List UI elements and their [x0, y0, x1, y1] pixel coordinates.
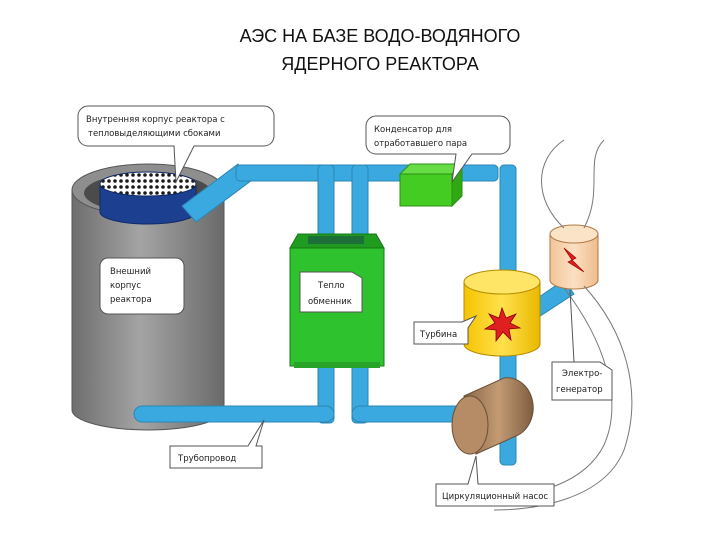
label-outer-vessel-3: реактора	[110, 295, 152, 305]
condenser	[398, 162, 464, 208]
turbine	[463, 269, 541, 357]
label-outer-vessel-2: корпус	[110, 281, 141, 291]
lightning-icon	[563, 247, 585, 273]
diagram-title: АЭС НА БАЗЕ ВОДО-ВОДЯНОГО ЯДЕРНОГО РЕАКТ…	[150, 22, 610, 78]
starburst-icon	[483, 306, 522, 343]
callout-pump: Циркуляционный насос	[435, 455, 555, 507]
label-inner-vessel-1: Внутренняя корпус реактора с	[86, 115, 225, 125]
callout-outer-vessel: Внешний корпус реактора	[99, 257, 185, 315]
label-condenser-1: Конденсатор для	[374, 125, 452, 135]
circulation-pump	[451, 377, 534, 455]
label-generator-2: генератор	[556, 385, 603, 395]
callout-inner-vessel: Внутренняя корпус реактора с тепловыделя…	[77, 105, 275, 184]
label-heat-exchanger-1: Тепло	[317, 281, 345, 291]
electric-generator	[549, 224, 599, 290]
callout-generator: Электро- генератор	[551, 289, 613, 401]
label-outer-vessel-1: Внешний	[110, 267, 151, 277]
inner-reactor-vessel	[99, 171, 197, 225]
label-generator-1: Электро-	[562, 369, 602, 379]
label-heat-exchanger-2: обменник	[308, 297, 352, 307]
title-line-2: ЯДЕРНОГО РЕАКТОРА	[281, 54, 479, 74]
label-condenser-2: отработавшего пара	[374, 139, 467, 149]
label-inner-vessel-2: тепловыделяющими сбоками	[88, 129, 220, 139]
callout-heat-exchanger: Тепло обменник	[299, 271, 363, 313]
callout-turbine: Турбина	[413, 314, 478, 345]
callout-condenser: Конденсатор для отработавшего пара	[365, 115, 511, 183]
label-pump: Циркуляционный насос	[442, 492, 548, 502]
title-line-1: АЭС НА БАЗЕ ВОДО-ВОДЯНОГО	[239, 26, 521, 46]
callout-pipeline: Трубопровод	[169, 419, 265, 469]
label-turbine: Турбина	[419, 330, 457, 340]
label-pipeline: Трубопровод	[177, 454, 236, 464]
npp-diagram: Внутренняя корпус реактора с тепловыделя…	[71, 105, 633, 511]
